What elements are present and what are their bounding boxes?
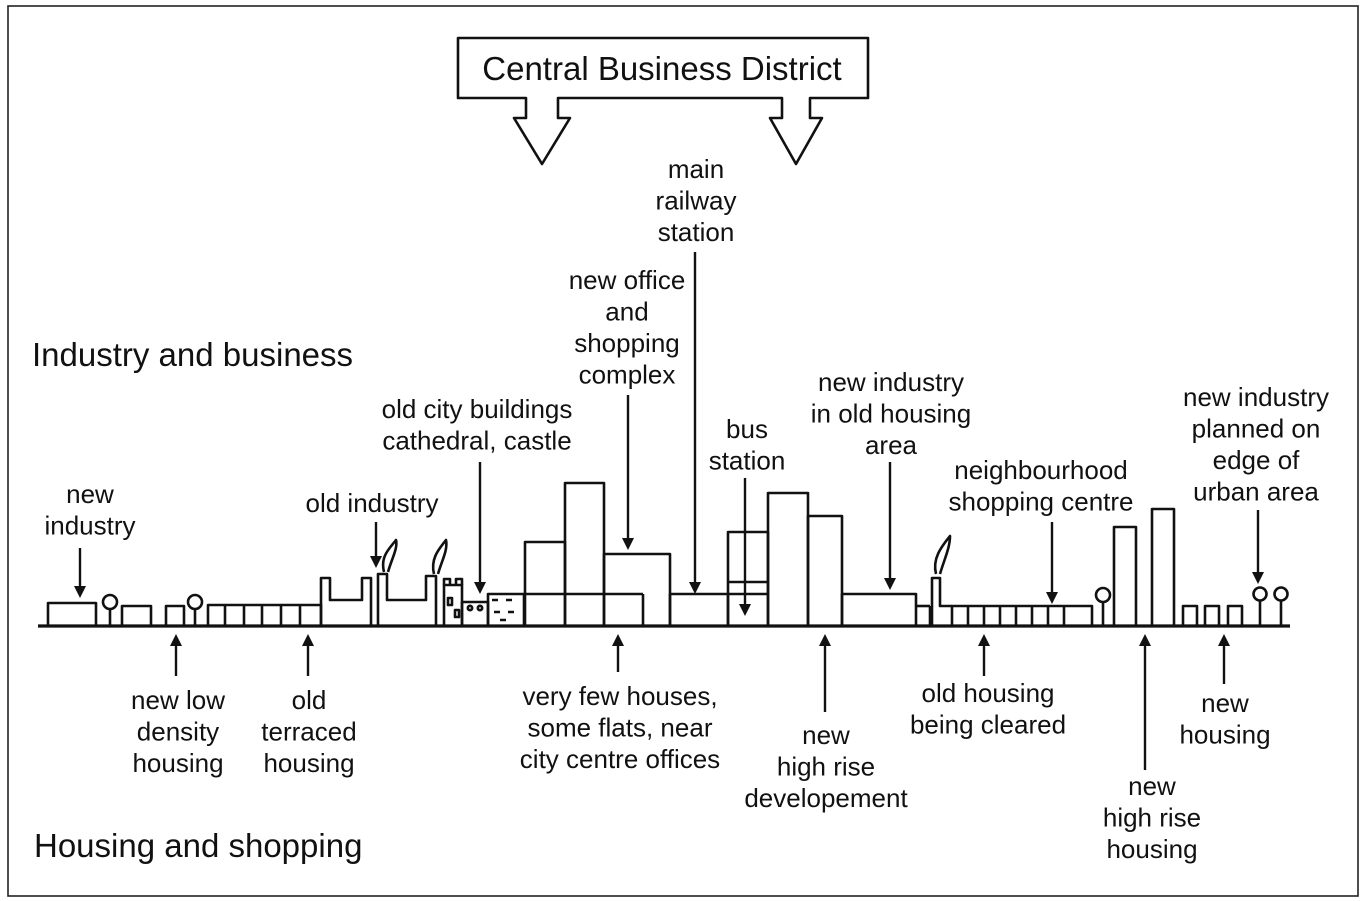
label-line: new (1201, 688, 1249, 718)
label-old-industry: old industry (306, 488, 439, 518)
label-line: new (66, 479, 114, 509)
pointer-arrows (74, 252, 1264, 770)
label-line: area (865, 430, 918, 460)
label-line: urban area (1193, 477, 1319, 507)
tree-icon (101, 593, 119, 626)
label-line: bus (726, 414, 768, 444)
smoke-icon (381, 538, 398, 573)
label-line: shopping (574, 328, 680, 358)
label-line: new (1128, 771, 1176, 801)
label-line: planned on (1192, 414, 1321, 444)
label-line: and (605, 297, 648, 327)
label-line: high rise (777, 752, 875, 782)
label-line: city centre offices (520, 744, 720, 774)
label-line: old (292, 685, 327, 715)
house-new (1226, 604, 1244, 628)
label-line: high rise (1103, 803, 1201, 833)
tower-block (1112, 525, 1138, 628)
label-line: shopping centre (948, 487, 1133, 517)
label-line: new (802, 720, 850, 750)
label-line: very few houses, (522, 681, 717, 711)
label-line: complex (579, 360, 676, 390)
label-line: new low (131, 685, 225, 715)
label-line: main (668, 154, 724, 184)
smoke-icon (933, 534, 952, 575)
label-line: being cleared (910, 710, 1066, 740)
label-line: some flats, near (528, 713, 713, 743)
label-line: old housing (922, 678, 1055, 708)
cbd-office-buildings (523, 481, 932, 628)
old-industry-works (319, 572, 438, 626)
skyline (46, 481, 1289, 628)
building-new-industry (46, 601, 98, 628)
label-line: station (709, 446, 786, 476)
cbd-callout: Central Business District (456, 36, 870, 166)
cbd-title: Central Business District (482, 50, 841, 87)
building-low-density-1 (120, 604, 153, 628)
label-line: edge of (1213, 445, 1301, 475)
label-line: housing (1179, 720, 1270, 750)
label-line: new office (569, 265, 686, 295)
label-line: old city buildings (382, 394, 573, 424)
label-line: housing (1106, 834, 1197, 864)
zone-label-industry-business: Industry and business (32, 336, 353, 373)
label-line: old industry (306, 488, 439, 518)
building-low-density-2 (164, 604, 186, 628)
label-line: density (137, 717, 219, 747)
label-line: cathedral, castle (382, 426, 571, 456)
tree-icon (186, 593, 204, 626)
zone-label-housing-shopping: Housing and shopping (34, 827, 362, 864)
smoke-icon (431, 538, 448, 575)
tree-icon (1252, 586, 1289, 626)
label-line: railway (656, 186, 737, 216)
label-line: housing (132, 748, 223, 778)
house-new (1203, 604, 1221, 628)
label-line: industry (44, 511, 135, 541)
label-line: station (658, 217, 735, 247)
old-city-buildings (442, 577, 526, 628)
house-new (1181, 604, 1199, 628)
label-line: terraced (261, 717, 356, 747)
factory-chimney (930, 576, 952, 626)
tower-block (1150, 507, 1176, 628)
terraced-housing-row (206, 603, 323, 628)
label-line: in old housing (811, 399, 971, 429)
housing-being-cleared (950, 604, 1094, 628)
frame-border (7, 5, 1359, 897)
label-line: developement (744, 783, 908, 813)
label-line: new industry (818, 367, 964, 397)
label-line: new industry (1183, 382, 1329, 412)
label-line: neighbourhood (954, 455, 1128, 485)
label-line: housing (263, 748, 354, 778)
tree-icon (1094, 586, 1112, 626)
